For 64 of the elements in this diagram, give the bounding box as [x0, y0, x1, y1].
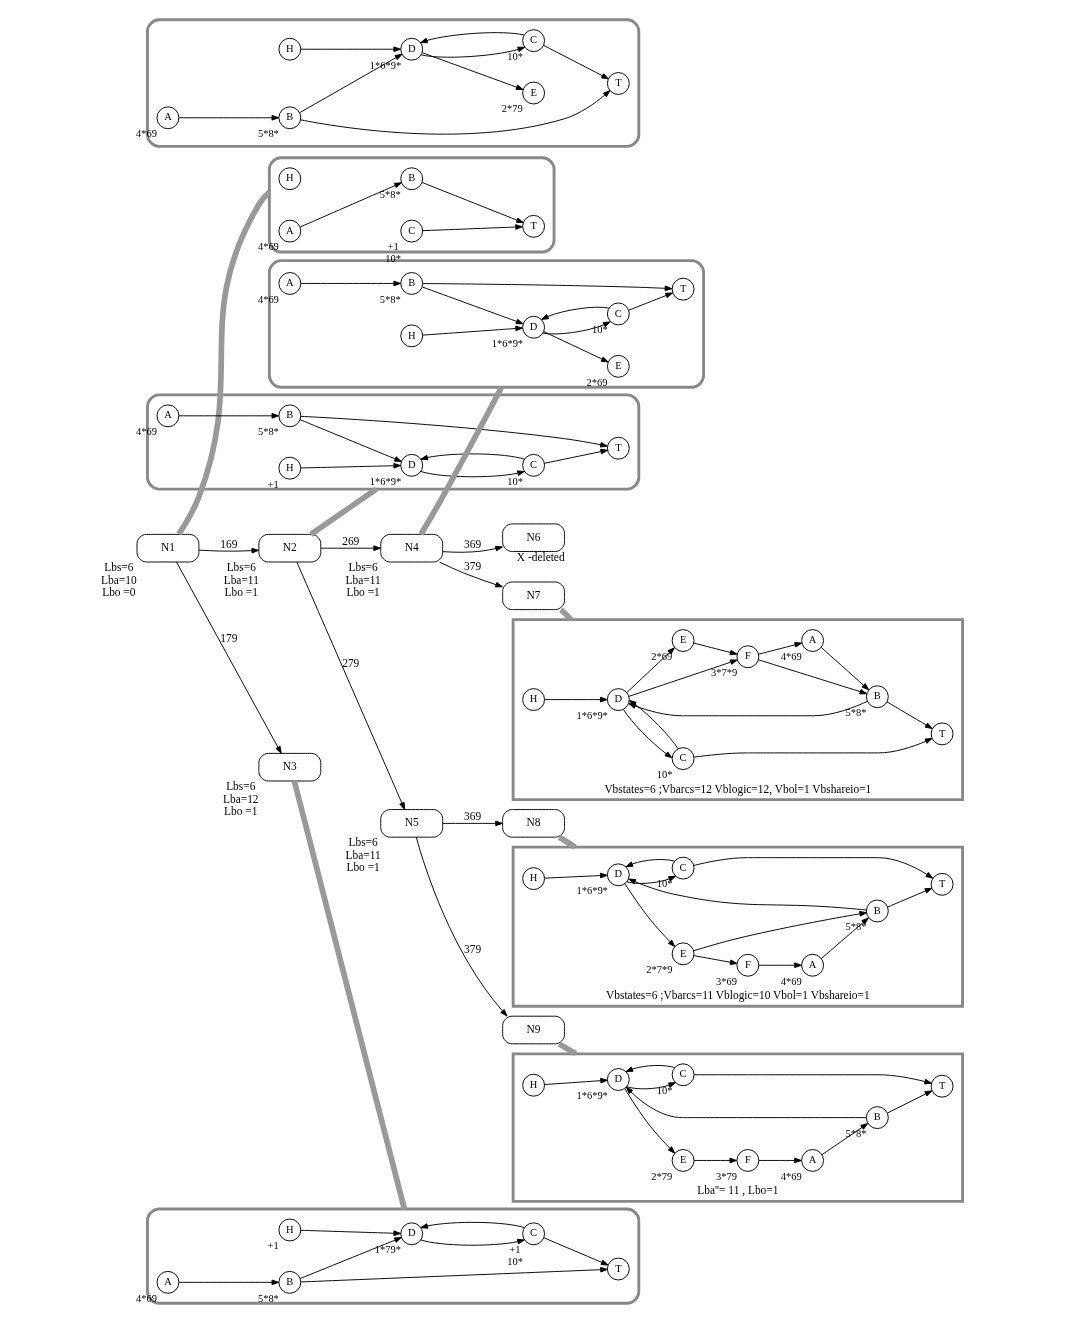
node-label: +1 — [387, 241, 399, 253]
node-label: 10* — [506, 475, 523, 487]
node-label: +1 — [508, 1244, 521, 1256]
edge-label: 169 — [219, 537, 237, 550]
node-label: 4*69 — [135, 426, 157, 438]
node-label: Lbs=6 — [348, 836, 378, 849]
node-label: 1*6*9* — [575, 885, 608, 897]
node-label: Lba=11 — [223, 573, 259, 586]
node-label: 3*7*9 — [710, 667, 737, 679]
node-label: Lbs=6 — [103, 561, 134, 574]
node-label: +1 — [267, 478, 279, 490]
node-label: 4*69 — [257, 293, 279, 305]
node-label: 2*79 — [501, 103, 523, 115]
node-label: 3*69 — [715, 975, 737, 987]
edge-label: 279 — [341, 656, 359, 669]
node-label: 4*69 — [135, 1292, 157, 1304]
edge-label: 379 — [463, 943, 481, 956]
node-label: 4*69 — [135, 128, 157, 140]
node-label: 4*69 — [780, 975, 802, 987]
node-label: Lbo =0 — [101, 585, 136, 598]
node-label: 5*8* — [257, 1292, 279, 1304]
node-label: 10* — [591, 324, 608, 336]
node-label: 5*8* — [379, 293, 401, 305]
edge-label: 269 — [341, 534, 359, 547]
node-label: 1*6*9* — [575, 709, 608, 721]
node-label: Lbs=6 — [226, 561, 256, 574]
node-label: 2*69 — [650, 650, 672, 662]
node-label: 5*8* — [257, 426, 279, 438]
node-label: 5*8* — [379, 189, 401, 201]
node-label: +1 — [267, 1240, 279, 1252]
node-label: 1*79* — [374, 1244, 401, 1256]
node-label: Lbs=6 — [225, 780, 255, 793]
node-label: 1*6*9* — [491, 337, 523, 349]
edge-label: 369 — [463, 537, 481, 550]
node-label: 10* — [656, 768, 672, 780]
node-label: 10* — [656, 1085, 672, 1097]
node-label: 10* — [506, 1255, 523, 1267]
node-label: Lbo =1 — [345, 585, 380, 598]
edge-label: 379 — [463, 559, 481, 572]
node-label: 5*8* — [257, 128, 279, 140]
node-label: Lba=10 — [100, 573, 137, 586]
edge-label: 179 — [219, 632, 237, 645]
node-label: 2*79 — [650, 1170, 672, 1182]
node-label: Lba=12 — [222, 792, 259, 805]
node-label: Lba=11 — [345, 573, 381, 586]
node-label: Lbs=6 — [348, 561, 378, 574]
node-label: 10* — [506, 50, 523, 62]
node-label: 3*79 — [715, 1170, 737, 1182]
node-label: Lbo =1 — [345, 861, 380, 874]
node-label: 4*69 — [780, 650, 802, 662]
node-label: 5*8* — [844, 707, 866, 719]
node-label: Lbo =1 — [223, 804, 257, 817]
node-label: Lbo =1 — [224, 585, 258, 598]
node-label: Lba=11 — [345, 848, 381, 861]
node-label: 2*69 — [585, 376, 607, 388]
node-label: 1*6*9* — [369, 475, 401, 487]
edge-label: 369 — [463, 810, 481, 823]
node-label: 10* — [384, 252, 401, 264]
node-label: 4*69 — [257, 241, 279, 253]
node-label: 4*69 — [780, 1170, 802, 1182]
node-label: 2*7*9 — [645, 964, 672, 976]
node-label: X -deleted — [516, 550, 565, 563]
node-label: 1*6*9* — [575, 1089, 608, 1101]
node-label: 10* — [656, 878, 672, 890]
